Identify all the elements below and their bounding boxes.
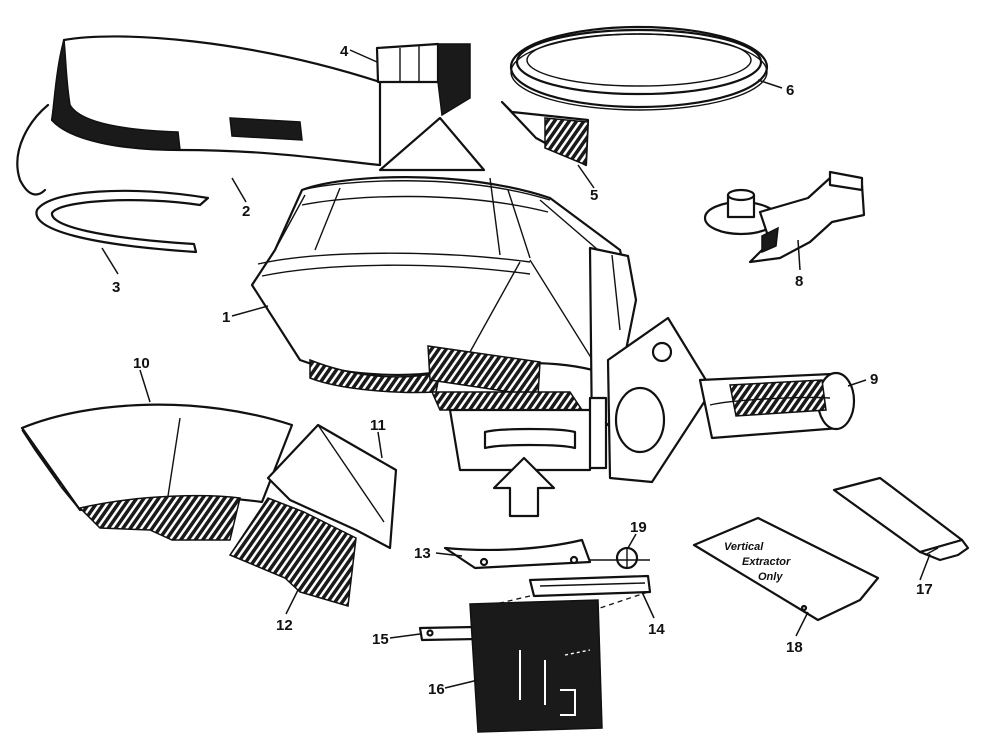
leader-lines: [101, 49, 931, 689]
note-line-3: Only: [758, 571, 783, 583]
label-part-2: 2: [242, 203, 250, 220]
label-part-16: 16: [428, 681, 445, 698]
triangular-side-panel-part: [266, 423, 398, 550]
label-part-18: 18: [786, 639, 803, 656]
label-part-12: 12: [276, 617, 293, 634]
label-part-3: 3: [112, 279, 120, 296]
nozzle-bracket-part: [703, 170, 866, 264]
vertical-extractor-note: Vertical Extractor Only: [724, 541, 791, 583]
curved-band-part: [16, 35, 382, 196]
note-line-1: Vertical: [724, 541, 764, 553]
channel-part: [832, 476, 970, 562]
label-part-11: 11: [370, 417, 386, 434]
mounting-rail-part: [469, 574, 652, 611]
screw-part: [590, 546, 650, 570]
curved-front-panel-part: [20, 403, 294, 541]
label-part-1: 1: [222, 309, 230, 326]
label-part-15: 15: [372, 631, 389, 648]
main-hood-housing-part: [250, 116, 714, 484]
label-part-6: 6: [786, 82, 794, 99]
small-bracket-part: [375, 42, 471, 117]
ring-part: [509, 25, 769, 111]
label-part-5: 5: [590, 187, 598, 204]
label-part-8: 8: [795, 273, 803, 290]
label-part-17: 17: [916, 581, 933, 598]
hatched-side-panel-part: [228, 497, 357, 607]
airflow-arrow: [492, 456, 556, 518]
small-plate-part: [500, 100, 590, 167]
label-part-13: 13: [414, 545, 431, 562]
label-part-19: 19: [630, 519, 647, 536]
filter-plate-part: [469, 599, 603, 733]
label-part-9: 9: [870, 371, 878, 388]
extractor-panel-part: [692, 516, 880, 622]
filter-bracket-part: [443, 538, 592, 570]
label-part-10: 10: [133, 355, 150, 372]
label-part-4: 4: [340, 43, 349, 60]
label-part-14: 14: [648, 621, 665, 638]
split-ring-part: [35, 189, 210, 254]
note-line-2: Extractor: [742, 556, 791, 568]
cylinder-duct-part: [698, 371, 856, 440]
part-number-labels: 1 2 3 4 5 6 8 9 10 11 12 13 14 15 16 17 …: [112, 43, 933, 698]
